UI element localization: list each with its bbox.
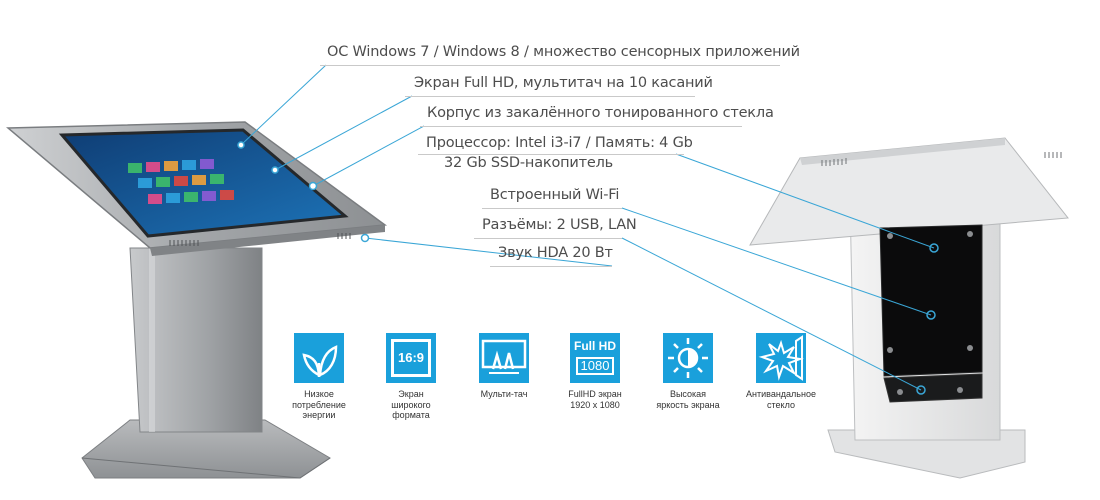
spec-audio: Звук HDA 20 Вт bbox=[498, 245, 613, 261]
spec-rule bbox=[490, 266, 612, 267]
feature-label: Антивандальное стекло bbox=[746, 389, 816, 410]
spec-rule bbox=[482, 208, 622, 209]
feature-multitouch: Мульти-тач bbox=[464, 333, 544, 400]
spec-wifi: Встроенный Wi-Fi bbox=[490, 187, 620, 203]
spec-rule bbox=[420, 126, 742, 127]
feature-label: Мульти-тач bbox=[480, 389, 528, 399]
feature-brightness: Высокая яркость экрана bbox=[648, 333, 728, 410]
spec-storage: 32 Gb SSD-накопитель bbox=[444, 155, 613, 171]
feature-low-power: Низкое потребление энергии bbox=[279, 333, 359, 421]
spec-os: ОС Windows 7 / Windows 8 / множество сен… bbox=[327, 44, 800, 60]
feature-label: Низкое потребление энергии bbox=[292, 389, 346, 420]
spec-rule bbox=[405, 96, 695, 97]
callout-lines bbox=[240, 64, 935, 391]
feature-full-hd: Full HD 1080 FullHD экран 1920 x 1080 bbox=[555, 333, 635, 410]
full-hd-text: Full HD bbox=[574, 339, 616, 353]
spec-rule bbox=[474, 238, 622, 239]
kiosk-rear-view bbox=[749, 137, 1069, 479]
feature-label: FullHD экран 1920 x 1080 bbox=[568, 389, 622, 410]
aspect-ratio-icon: 16:9 bbox=[386, 333, 436, 383]
feature-widescreen: 16:9 Экран широкого формата bbox=[371, 333, 451, 421]
spec-cpu: Процессор: Intel i3-i7 / Память: 4 Gb bbox=[426, 135, 693, 151]
resolution-text: 1080 bbox=[580, 358, 610, 373]
multitouch-icon bbox=[479, 333, 529, 383]
feature-label: Экран широкого формата bbox=[391, 389, 431, 420]
leaf-icon bbox=[294, 333, 344, 383]
spec-rule bbox=[418, 154, 684, 155]
kiosk-front-view bbox=[6, 121, 388, 479]
shatterproof-glass-icon bbox=[756, 333, 806, 383]
spec-ports: Разъёмы: 2 USB, LAN bbox=[482, 217, 637, 233]
feature-vandal-proof: Антивандальное стекло bbox=[741, 333, 821, 410]
brightness-icon bbox=[663, 333, 713, 383]
aspect-ratio-text: 16:9 bbox=[397, 350, 425, 365]
full-hd-icon: Full HD 1080 bbox=[570, 333, 620, 383]
spec-case: Корпус из закалённого тонированного стек… bbox=[427, 105, 774, 121]
spec-rule bbox=[320, 65, 780, 66]
spec-display: Экран Full HD, мультитач на 10 касаний bbox=[414, 75, 713, 91]
feature-label: Высокая яркость экрана bbox=[656, 389, 720, 410]
